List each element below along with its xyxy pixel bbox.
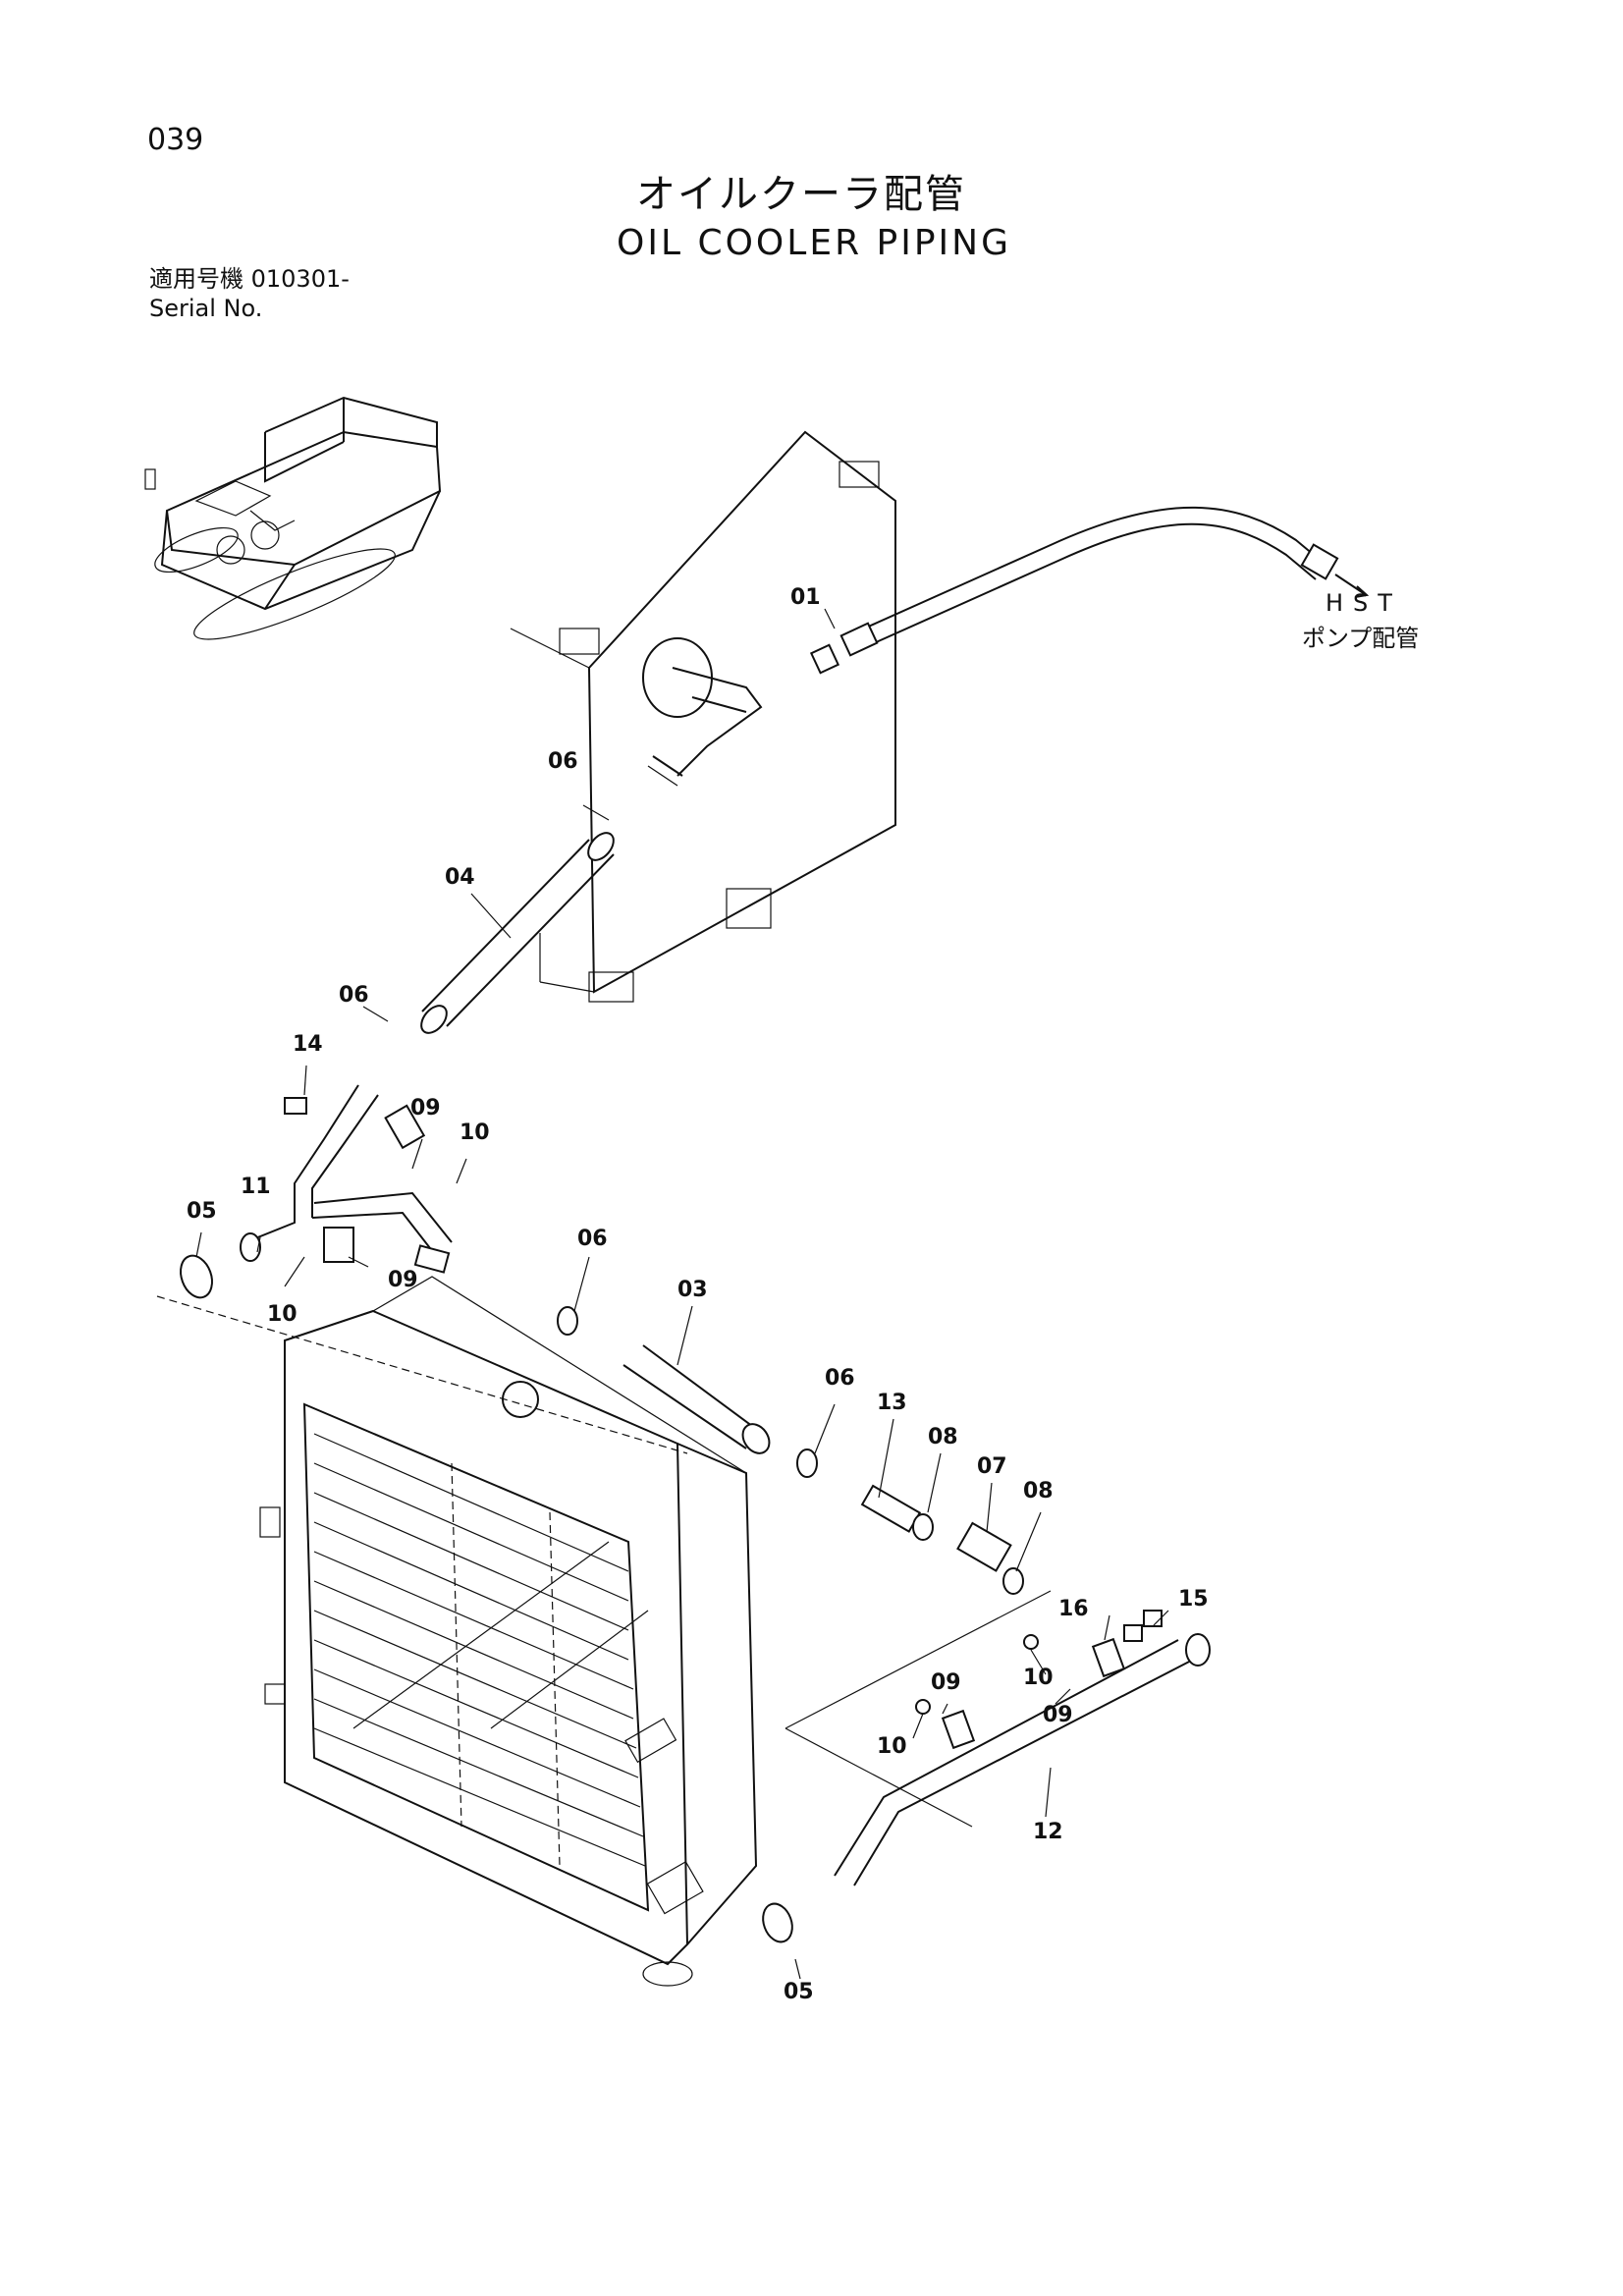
callout-06-upper: 06: [548, 749, 578, 774]
hydraulic-tank-outline: [510, 430, 896, 1003]
leader-lines: [195, 608, 1169, 1980]
callout-09-lower: 09: [931, 1670, 961, 1695]
callout-13: 13: [877, 1391, 907, 1415]
callout-01: 01: [790, 585, 821, 610]
machine-thumbnail-illustration: [144, 396, 442, 640]
callout-09-left: 09: [388, 1268, 418, 1292]
lower-pipe-12: [762, 1590, 1211, 1943]
callout-11: 11: [241, 1175, 271, 1199]
callout-09-right: 09: [1043, 1703, 1073, 1727]
callout-16: 16: [1058, 1597, 1089, 1621]
callout-10-lower: 10: [877, 1734, 907, 1759]
hose-03-and-fittings: [557, 1306, 1024, 1595]
callout-12: 12: [1033, 1820, 1063, 1844]
pipe-assembly-11: [180, 1084, 453, 1299]
callout-06-mid: 06: [339, 983, 369, 1008]
hst-hose: [809, 506, 1370, 675]
callout-07: 07: [977, 1454, 1007, 1479]
callout-06-right: 06: [577, 1227, 608, 1251]
callout-09-upper: 09: [410, 1096, 441, 1121]
hose-04: [420, 832, 615, 1034]
serial-label-japanese: 適用号機 010301-: [149, 265, 350, 293]
callout-05-lower: 05: [784, 1980, 814, 2004]
title-japanese: オイルクーラ配管: [636, 172, 966, 217]
callout-03: 03: [677, 1278, 708, 1302]
title-english: OIL COOLER PIPING: [617, 223, 1011, 263]
callout-10-left: 10: [267, 1302, 298, 1327]
callout-14: 14: [293, 1032, 323, 1057]
page-number: 039: [147, 123, 204, 157]
callout-05-upper: 05: [187, 1199, 217, 1224]
callout-labels: 01 06 04 06 14 09 10 11 05 10 09 06 03 0…: [187, 585, 1209, 2004]
callout-10-upper: 10: [460, 1121, 490, 1145]
callout-10-right: 10: [1023, 1666, 1054, 1690]
callout-15: 15: [1178, 1587, 1209, 1612]
destination-label-hst: HST: [1325, 589, 1402, 617]
callout-04: 04: [445, 865, 475, 890]
destination-label-pump-piping: ポンプ配管: [1302, 625, 1420, 652]
callout-08-first: 08: [928, 1425, 958, 1449]
callout-08-second: 08: [1023, 1479, 1054, 1503]
callout-06-lower: 06: [825, 1366, 855, 1391]
radiator-illustration: [156, 1276, 758, 1987]
serial-label-english: Serial No.: [149, 295, 263, 322]
